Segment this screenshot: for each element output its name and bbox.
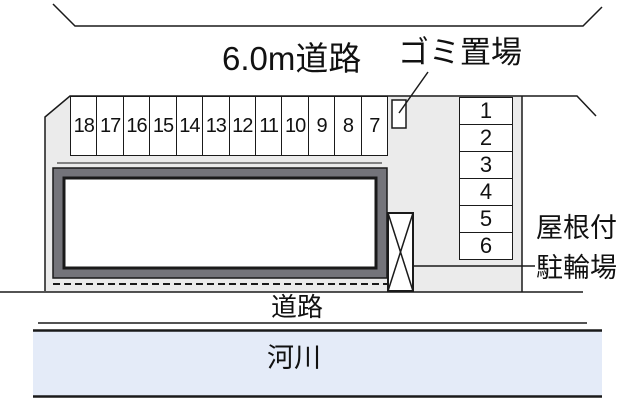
river-band [33, 331, 602, 396]
parking-stall: 14 [175, 97, 202, 155]
garbage-area-box [391, 99, 407, 129]
parking-stall: 16 [122, 97, 149, 155]
river-label: 河川 [267, 343, 321, 373]
parking-stall: 7 [360, 97, 387, 155]
parking-stall: 8 [334, 97, 360, 155]
parking-stall: 15 [149, 97, 175, 155]
covered-bike-parking-label-line1: 屋根付 [536, 213, 617, 243]
parking-stall: 17 [96, 97, 122, 155]
garbage-place-label: ゴミ置場 [398, 35, 522, 70]
covered-bike-parking-label-line2: 駐輪場 [536, 253, 617, 283]
parking-stall: 10 [281, 97, 307, 155]
parking-stall: 18 [73, 114, 95, 137]
parking-stall: 6 [460, 232, 512, 259]
garbage-leader-line [398, 71, 429, 114]
bike-parking-box [387, 212, 414, 292]
top-road-boundary-line [52, 3, 603, 27]
parking-stall: 13 [202, 97, 228, 155]
building-interior [62, 176, 378, 270]
parking-stall: 5 [460, 205, 512, 232]
bike-parking-x-line-2 [387, 212, 414, 292]
covered-bike-parking-label: 屋根付 駐輪場 [536, 208, 617, 288]
top-road-label: 6.0m道路 [222, 40, 362, 77]
parking-stall: 11 [254, 97, 281, 155]
parking-stall: 2 [460, 124, 512, 151]
parking-stall: 12 [228, 97, 255, 155]
parking-stall: 4 [460, 178, 512, 205]
parking-stall: 3 [460, 151, 512, 178]
bottom-road-label: 道路 [270, 292, 323, 322]
parking-stall: 1 [479, 98, 493, 123]
parking-stall: 9 [307, 97, 334, 155]
